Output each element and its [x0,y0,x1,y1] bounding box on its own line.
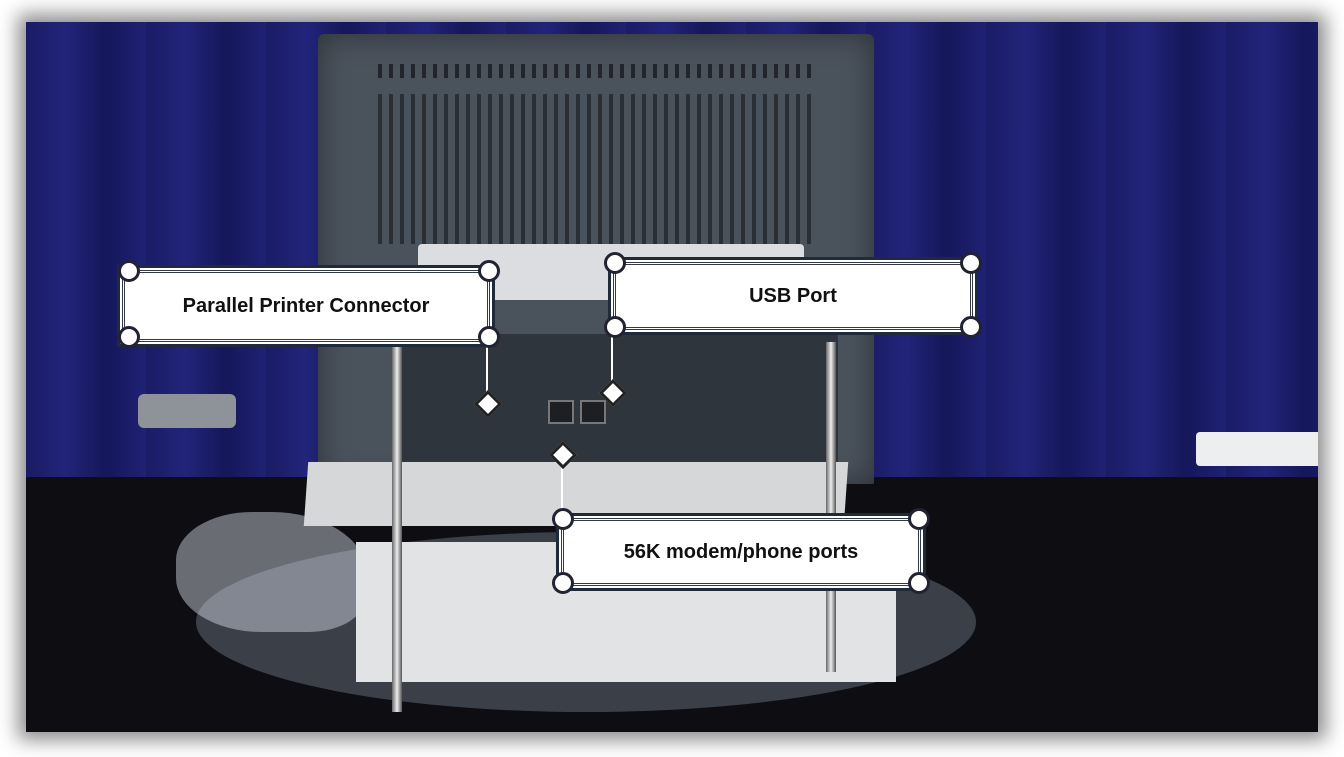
label-text: 56K modem/phone ports [623,540,859,563]
ornament-icon [552,572,574,594]
ornament-icon [478,326,500,348]
ornament-icon [960,252,982,274]
phone-port [580,400,606,424]
plastic-bag [176,512,366,632]
ornament-icon [552,508,574,530]
connector-line [561,455,563,515]
power-strip [1196,432,1318,466]
connector-line [611,330,613,390]
top-vents [378,64,818,78]
ornament-icon [118,326,140,348]
label-text: USB Port [749,284,837,307]
parallel-printer-label: Parallel Printer Connector [120,268,492,344]
label-text: Parallel Printer Connector [182,294,430,317]
stand-rod [826,342,836,672]
keyboard [303,462,849,526]
product-photo [26,22,1318,732]
connector-line [486,335,488,395]
ornament-icon [604,316,626,338]
ornament-icon [960,316,982,338]
ornament-icon [118,260,140,282]
ornament-icon [908,508,930,530]
phone-port [548,400,574,424]
ornament-icon [604,252,626,274]
ornament-icon [478,260,500,282]
vents [378,94,818,244]
modem-ports-label: 56K modem/phone ports [559,516,923,588]
usb-port-label: USB Port [611,260,975,332]
parallel-port [138,394,236,428]
stand-rod [392,342,402,712]
ornament-icon [908,572,930,594]
